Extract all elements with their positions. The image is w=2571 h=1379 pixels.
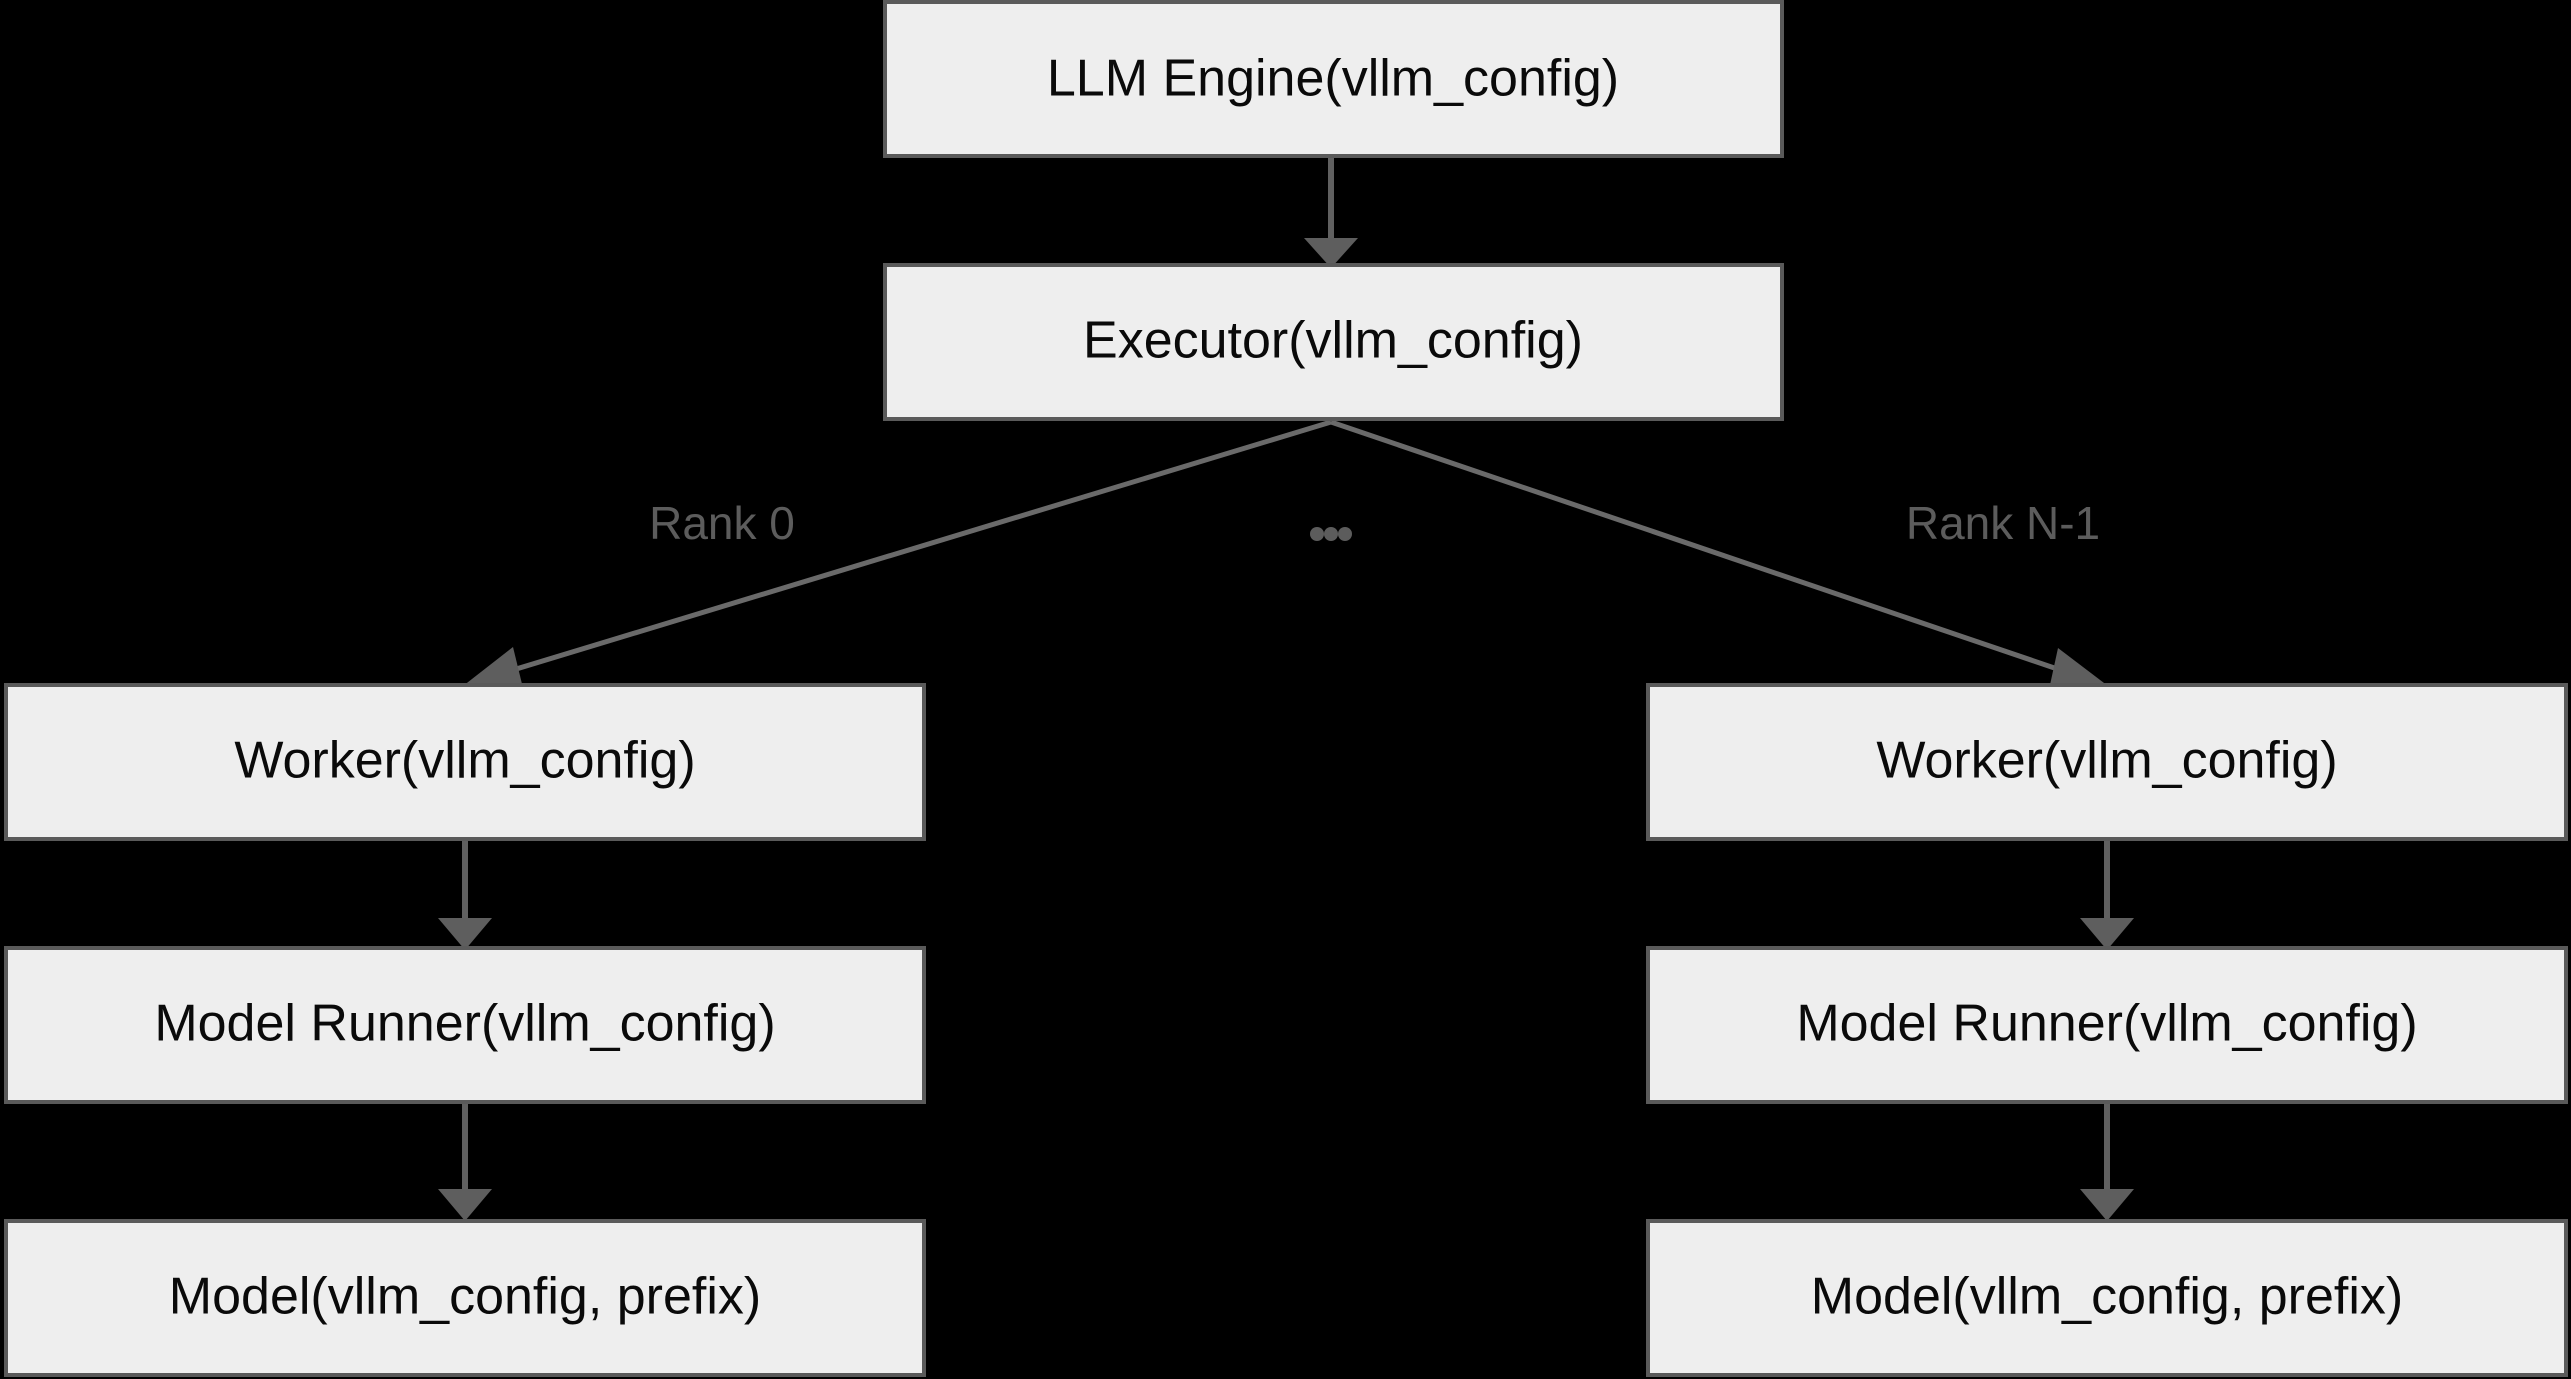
- node-model-rankn-label: Model(vllm_config, prefix): [1811, 1268, 2403, 1326]
- node-worker-rank0[interactable]: Worker(vllm_config): [4, 683, 926, 841]
- node-model-runner-rankn-label: Model Runner(vllm_config): [1796, 995, 2417, 1053]
- node-worker-rankn-label: Worker(vllm_config): [1876, 732, 2337, 790]
- edge-label-rank-middle-ellipsis: ...: [1310, 527, 1352, 541]
- node-model-rankn[interactable]: Model(vllm_config, prefix): [1646, 1219, 2568, 1377]
- edge-llm-engine-to-executor: [1304, 158, 1358, 268]
- edge-executor-to-worker-rankn: [1330, 419, 2108, 686]
- edge-label-rank-first: Rank 0: [649, 497, 795, 549]
- node-worker-rank0-label: Worker(vllm_config): [234, 732, 695, 790]
- edge-worker-to-model-runner-rank0: [438, 840, 492, 950]
- node-model-rank0-label: Model(vllm_config, prefix): [169, 1268, 761, 1326]
- edge-worker-to-model-runner-rankn: [2080, 840, 2134, 950]
- node-model-runner-rank0[interactable]: Model Runner(vllm_config): [4, 946, 926, 1104]
- edge-label-rank-last: Rank N-1: [1906, 497, 2100, 549]
- edge-model-runner-to-model-rankn: [2080, 1103, 2134, 1221]
- node-executor[interactable]: Executor(vllm_config): [883, 263, 1784, 421]
- node-executor-label: Executor(vllm_config): [1083, 312, 1583, 370]
- node-model-rank0[interactable]: Model(vllm_config, prefix): [4, 1219, 926, 1377]
- edge-model-runner-to-model-rank0: [438, 1103, 492, 1221]
- node-model-runner-rankn[interactable]: Model Runner(vllm_config): [1646, 946, 2568, 1104]
- edge-executor-to-worker-rank0: [463, 419, 1332, 686]
- node-llm-engine[interactable]: LLM Engine(vllm_config): [883, 0, 1784, 158]
- node-worker-rankn[interactable]: Worker(vllm_config): [1646, 683, 2568, 841]
- node-model-runner-rank0-label: Model Runner(vllm_config): [154, 995, 775, 1053]
- node-llm-engine-label: LLM Engine(vllm_config): [1047, 50, 1619, 108]
